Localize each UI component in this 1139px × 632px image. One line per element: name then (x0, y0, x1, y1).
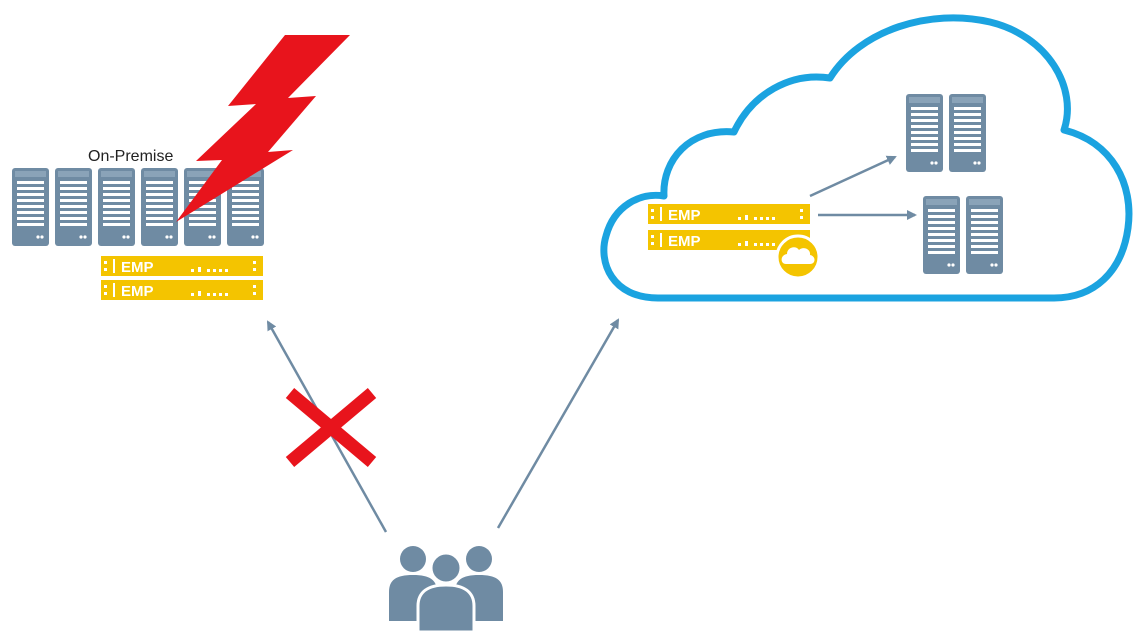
cloud-emp-appliance-2: EMP (648, 230, 810, 250)
emp-label: EMP (668, 233, 701, 250)
server-rack-icon (141, 168, 178, 246)
emp-label: EMP (121, 259, 154, 276)
users-group-icon (389, 546, 503, 632)
on-premise-emp-appliance-2: EMP (101, 280, 263, 300)
server-rack-icon (55, 168, 92, 246)
lightning-bolt-icon (176, 35, 350, 222)
emp-to-rack-arrow-1 (809, 155, 897, 198)
server-rack-icon (966, 196, 1003, 274)
cloud-emp-appliance-1: EMP (648, 204, 810, 224)
on-premise-label: On-Premise (88, 148, 173, 165)
server-rack-icon (12, 168, 49, 246)
server-rack-icon (949, 94, 986, 172)
server-rack-icon (923, 196, 960, 274)
emp-label: EMP (668, 207, 701, 224)
cloud-badge-icon (775, 234, 821, 280)
cloud-outline-icon (600, 14, 1133, 302)
on-premise-site: On-Premise EMP EMP (12, 35, 350, 300)
emp-label: EMP (121, 283, 154, 300)
cloud-site: EMP EMP (600, 14, 1133, 302)
server-rack-icon (98, 168, 135, 246)
server-rack-icon (906, 94, 943, 172)
blocked-x-icon (285, 388, 377, 467)
users-to-cloud-arrow (496, 318, 620, 529)
on-premise-emp-appliance-1: EMP (101, 256, 263, 276)
